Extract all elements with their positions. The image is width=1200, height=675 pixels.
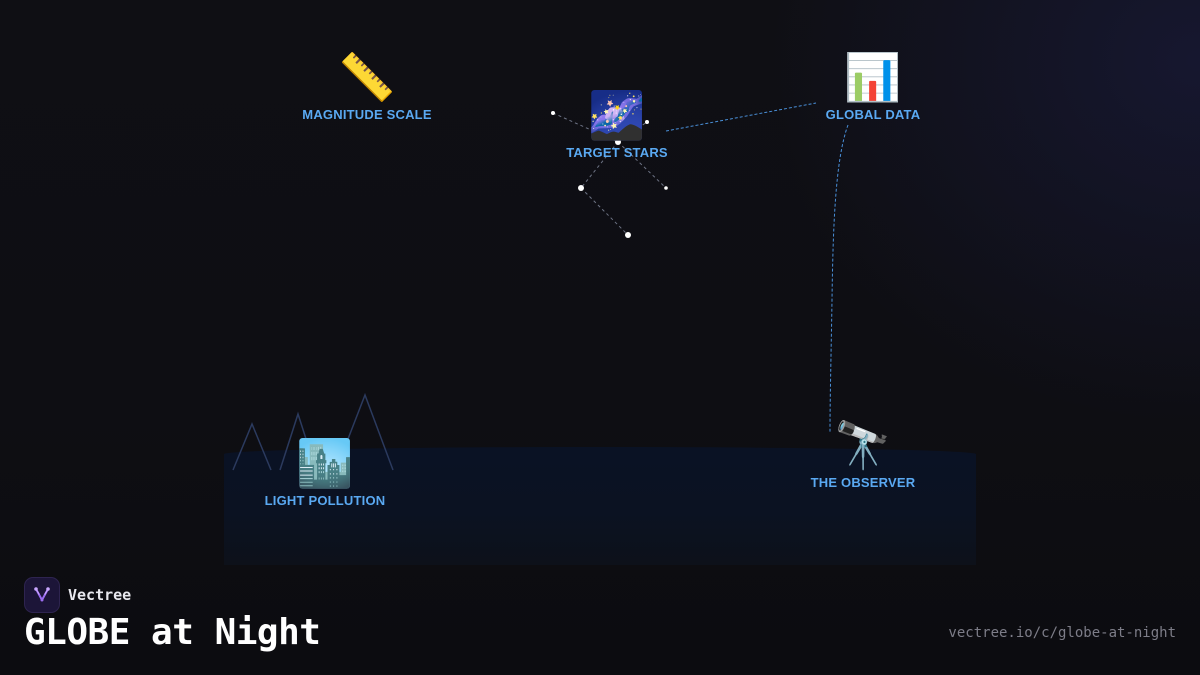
star [551,111,555,115]
telescope-icon: 🔭 [834,418,892,472]
node-target-stars[interactable]: 🌌 TARGET STARS [566,87,668,160]
connector-data-to-observer [829,124,849,433]
star [615,139,621,145]
vectree-logo-icon [24,577,60,613]
node-global-data[interactable]: 📊 GLOBAL DATA [826,49,921,122]
node-label: THE OBSERVER [810,475,916,490]
mountain-left [232,422,272,471]
star [625,232,631,238]
mountain-middle [279,411,317,471]
node-label: MAGNITUDE SCALE [302,107,432,122]
constellation-line [580,141,619,189]
constellation-line [580,187,629,236]
page-title: GLOBE at Night [24,612,321,653]
ground-horizon [224,447,976,565]
milky-way-icon: 🌌 [588,88,646,142]
connector-stars-to-data [665,102,817,132]
star [645,120,649,124]
brand[interactable]: Vectree [24,577,131,613]
node-the-observer[interactable]: 🔭 THE OBSERVER [811,417,916,490]
node-label: GLOBAL DATA [825,107,921,122]
brand-name: Vectree [68,586,132,604]
ruler-icon: 📏 [338,50,396,104]
node-magnitude-scale[interactable]: 📏 MAGNITUDE SCALE [302,49,431,122]
star [664,186,668,190]
mountain-outlines [232,392,394,471]
constellation [551,111,668,238]
vectree-logo-mark [34,587,50,602]
mountain-right [335,392,394,471]
node-light-pollution[interactable]: 🏙️ LIGHT POLLUTION [265,435,386,508]
star [578,185,584,191]
constellation-line [617,141,667,189]
page-url[interactable]: vectree.io/c/globe-at-night [948,625,1176,641]
node-label: TARGET STARS [566,145,668,160]
cityscape-icon: 🏙️ [296,436,354,490]
bar-chart-icon: 📊 [844,50,902,104]
node-label: LIGHT POLLUTION [264,493,386,508]
